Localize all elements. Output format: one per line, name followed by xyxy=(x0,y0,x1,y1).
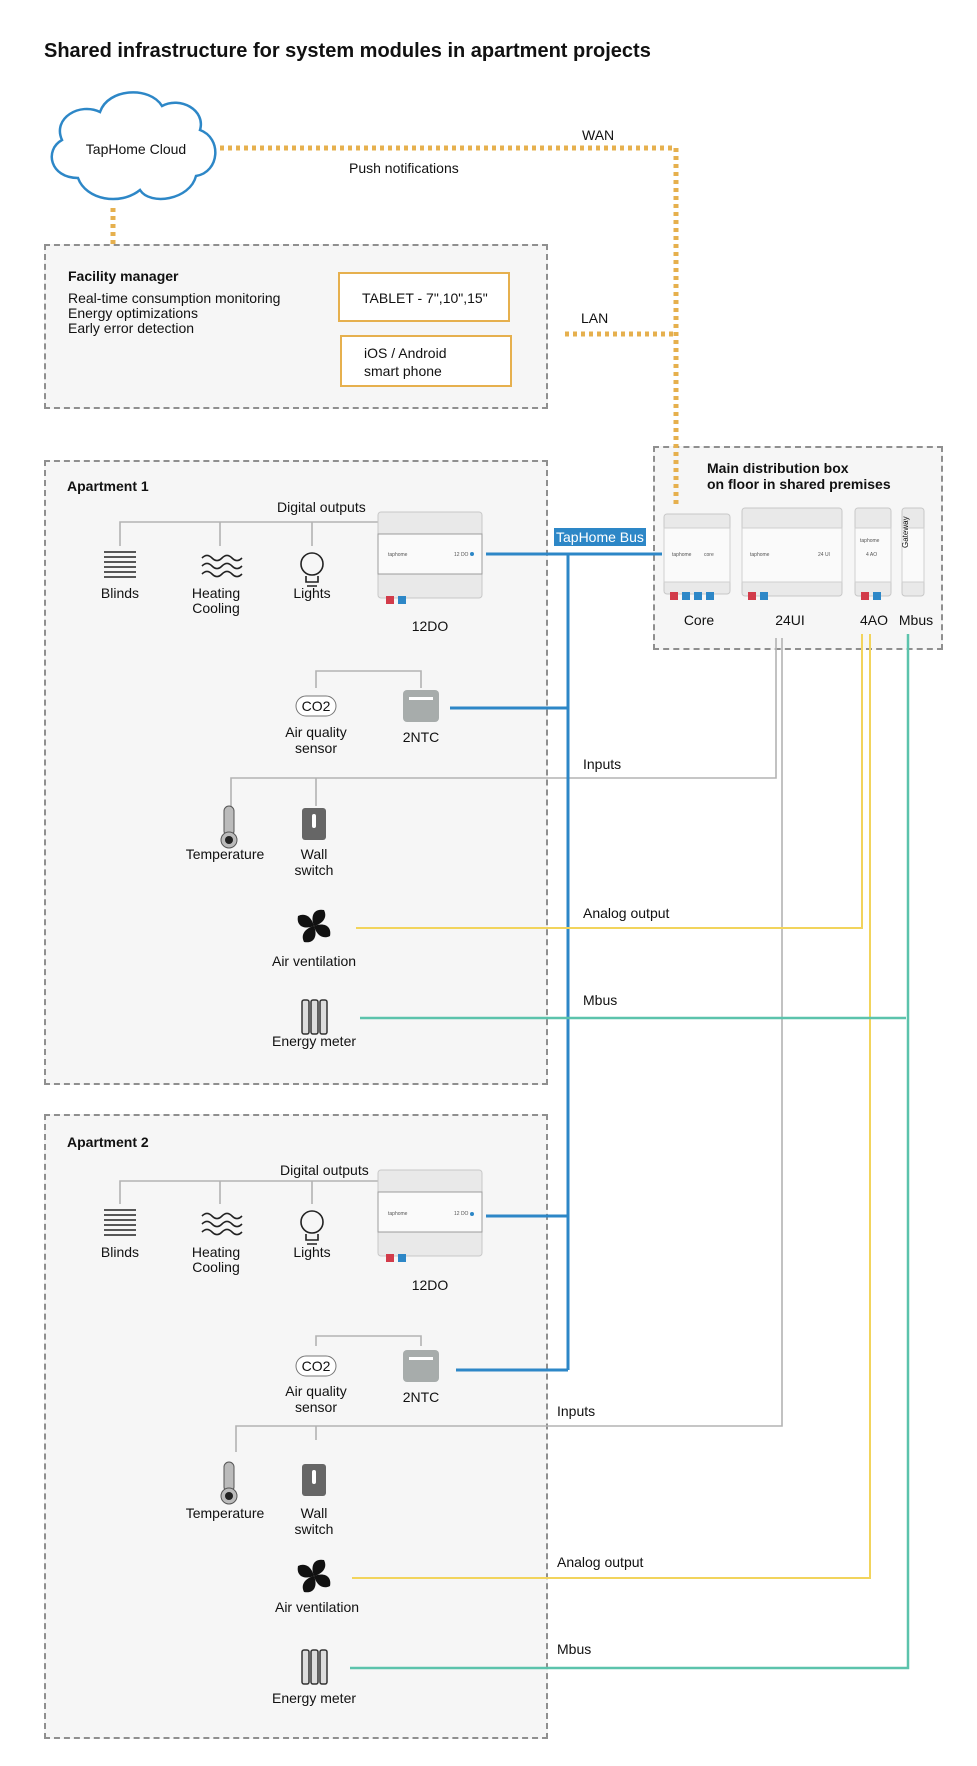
module-label-4ao: 4AO xyxy=(859,612,889,628)
phone-label-1: iOS / Android xyxy=(364,345,447,361)
mbus-label: Mbus xyxy=(583,992,618,1008)
apartment-2-module xyxy=(377,1169,483,1262)
co2-icon xyxy=(295,695,337,717)
analog-links xyxy=(352,634,871,1579)
phone-label-2: smart phone xyxy=(364,363,442,379)
cooling-label: Cooling xyxy=(192,1259,240,1275)
distribution-title-2: on floor in shared premises xyxy=(707,476,891,492)
temperature-label: Temperature xyxy=(185,1505,265,1521)
core-code: core xyxy=(704,552,714,558)
module-brand: taphome xyxy=(388,552,408,558)
air-quality-label: Air quality xyxy=(285,1383,347,1399)
wall-label: Wall xyxy=(300,846,328,862)
lan-label: LAN xyxy=(581,310,609,326)
heating-icon xyxy=(201,554,243,1236)
module-label-mbus: Mbus xyxy=(898,612,934,628)
energy-meter-icon xyxy=(301,999,328,1685)
energy-meter-label: Energy meter xyxy=(271,1690,357,1706)
apartment-1-title: Apartment 1 xyxy=(67,478,149,494)
energy-meter-label: Energy meter xyxy=(271,1033,357,1049)
cooling-label: Cooling xyxy=(192,600,240,616)
page-title: Shared infrastructure for system modules… xyxy=(44,40,651,62)
facility-title: Facility manager xyxy=(68,268,179,284)
blinds-label: Blinds xyxy=(100,585,140,601)
apartment-2-title: Apartment 2 xyxy=(67,1134,149,1150)
digital-outputs-label: Digital outputs xyxy=(280,1162,369,1178)
digital-outputs-label: Digital outputs xyxy=(277,499,366,515)
lights-label: Lights xyxy=(293,1244,331,1260)
facility-line: Real-time consumption monitoring xyxy=(68,290,281,306)
distribution-modules xyxy=(663,507,925,600)
lights-icon xyxy=(300,552,324,1245)
mbus-label: Mbus xyxy=(557,1641,592,1657)
module-label-core: Core xyxy=(683,612,715,628)
air-quality-sensor-label: sensor xyxy=(294,1399,338,1415)
mbus-links xyxy=(350,634,910,1670)
air-ventilation-label: Air ventilation xyxy=(274,1599,360,1615)
heating-label: Heating xyxy=(191,1244,241,1260)
inputs-links xyxy=(119,521,783,1452)
cloud-label: TapHome Cloud xyxy=(85,141,187,157)
phone-device: iOS / Android smart phone xyxy=(340,335,512,387)
co2-label: CO2 xyxy=(301,1358,331,1374)
12do-label: 12DO xyxy=(411,618,449,634)
tablet-label: TABLET - 7",10",15" xyxy=(362,290,488,306)
module-brand: taphome xyxy=(750,552,770,558)
2ntc-label: 2NTC xyxy=(402,729,440,745)
24ui-code: 24 UI xyxy=(818,552,830,558)
distribution-title-1: Main distribution box xyxy=(707,460,849,476)
temperature-icon xyxy=(220,805,238,1505)
facility-line: Early error detection xyxy=(68,320,195,336)
module-brand: taphome xyxy=(672,552,692,558)
ventilation-icon xyxy=(297,909,331,1593)
module-brand: taphome xyxy=(388,1211,408,1217)
module-brand: taphome xyxy=(860,538,880,544)
wall-switch-icon xyxy=(302,808,326,1496)
apartment-1-module xyxy=(377,511,483,604)
air-quality-sensor-label: sensor xyxy=(294,740,338,756)
temperature-label: Temperature xyxy=(185,846,265,862)
gateway-label: Gateway xyxy=(901,516,910,548)
inputs-label: Inputs xyxy=(557,1403,596,1419)
2ntc-sensor-1 xyxy=(403,690,439,722)
2ntc-sensor-2 xyxy=(403,1350,439,1382)
push-notifications-label: Push notifications xyxy=(349,160,459,176)
12do-code: 12 DO xyxy=(454,1211,469,1217)
wan-label: WAN xyxy=(582,127,615,143)
analog-output-label: Analog output xyxy=(557,1554,644,1570)
blinds-label: Blinds xyxy=(100,1244,140,1260)
cloud-icon xyxy=(50,91,217,201)
4ao-code: 4 AO xyxy=(866,552,878,558)
analog-output-label: Analog output xyxy=(583,905,670,921)
co2-icon xyxy=(295,1355,337,1377)
wan-link xyxy=(220,145,679,508)
blinds-icon xyxy=(104,551,136,1236)
taphome-bus xyxy=(450,552,662,1372)
module-label-24ui: 24UI xyxy=(775,612,805,628)
12do-label: 12DO xyxy=(411,1277,449,1293)
air-ventilation-label: Air ventilation xyxy=(271,953,357,969)
tablet-device: TABLET - 7",10",15" xyxy=(338,272,510,322)
co2-label: CO2 xyxy=(301,698,331,714)
12do-code: 12 DO xyxy=(454,552,469,558)
2ntc-label: 2NTC xyxy=(402,1389,440,1405)
facility-line: Energy optimizations xyxy=(68,305,198,321)
switch-label: switch xyxy=(294,1521,334,1537)
heating-label: Heating xyxy=(191,585,241,601)
lights-label: Lights xyxy=(293,585,331,601)
wall-label: Wall xyxy=(300,1505,328,1521)
inputs-label: Inputs xyxy=(583,756,622,772)
network-links xyxy=(110,145,679,508)
taphome-bus-label: TapHome Bus xyxy=(554,528,646,546)
air-quality-label: Air quality xyxy=(285,724,347,740)
switch-label: switch xyxy=(294,862,334,878)
